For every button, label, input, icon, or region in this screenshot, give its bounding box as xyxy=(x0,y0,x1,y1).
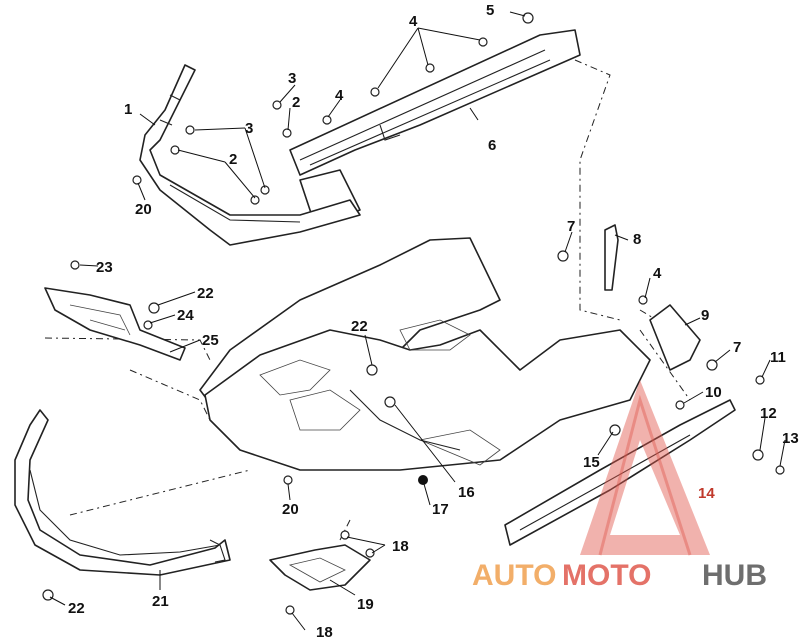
callout-leader-lines xyxy=(49,11,786,631)
rivet-icon xyxy=(638,295,648,305)
bolt-icon xyxy=(752,449,764,461)
bolt-icon xyxy=(285,605,295,615)
callout-7: 7 xyxy=(733,339,741,356)
callout-3: 3 xyxy=(288,70,296,87)
callout-1: 1 xyxy=(124,101,132,118)
callout-20: 20 xyxy=(135,201,152,218)
lower-skid-plate xyxy=(269,544,371,591)
rivet-icon xyxy=(365,548,375,558)
rivet-icon xyxy=(132,175,142,185)
washer-icon xyxy=(250,195,260,205)
callout-11: 11 xyxy=(770,349,786,366)
hardware-fasteners xyxy=(42,12,785,615)
left-side-panel xyxy=(44,287,186,361)
rivet-icon xyxy=(283,475,293,485)
callout-18: 18 xyxy=(316,624,333,639)
nut-icon xyxy=(366,364,378,376)
callout-23: 23 xyxy=(96,259,113,276)
callout-8: 8 xyxy=(633,231,641,248)
callout-19: 19 xyxy=(357,596,374,613)
watermark-text-auto: AUTO xyxy=(472,559,556,592)
grommet-icon xyxy=(775,465,785,475)
nut-icon xyxy=(522,12,534,24)
callout-10: 10 xyxy=(705,384,722,401)
callout-5: 5 xyxy=(486,2,494,19)
callout-9: 9 xyxy=(701,307,709,324)
callout-21: 21 xyxy=(152,593,169,610)
callout-2: 2 xyxy=(292,94,300,111)
rivet-icon xyxy=(340,530,350,540)
washer-icon xyxy=(170,145,180,155)
callout-25: 25 xyxy=(202,332,219,349)
callout-18: 18 xyxy=(392,538,409,555)
nut-icon xyxy=(260,185,270,195)
callout-7: 7 xyxy=(567,218,575,235)
right-bracket xyxy=(649,304,701,371)
callout-13: 13 xyxy=(782,430,799,447)
rivet-icon xyxy=(478,37,488,47)
callout-2: 2 xyxy=(229,151,237,168)
callout-15: 15 xyxy=(583,454,600,471)
callout-numbers: 1 2 2 3 3 4 4 4 5 6 7 7 8 9 10 11 12 13 … xyxy=(68,2,799,639)
plug-icon xyxy=(418,475,428,485)
hood-nosepan xyxy=(199,237,651,471)
callout-3: 3 xyxy=(245,120,253,137)
front-bumper-skid xyxy=(14,409,231,576)
callout-20: 20 xyxy=(282,501,299,518)
bolt-icon xyxy=(675,400,685,410)
bolt-icon xyxy=(185,125,195,135)
watermark-text-hub: HUB xyxy=(702,559,767,592)
clip-icon xyxy=(384,396,396,408)
callout-4: 4 xyxy=(653,265,662,282)
nut-icon xyxy=(42,589,54,601)
upper-bumper-bar xyxy=(289,29,581,226)
clip-icon xyxy=(755,375,765,385)
callout-14: 14 xyxy=(698,485,715,502)
callout-16: 16 xyxy=(458,484,475,501)
rivet-icon xyxy=(322,115,332,125)
callout-22: 22 xyxy=(68,600,85,617)
rivet-icon xyxy=(706,359,718,371)
callout-6: 6 xyxy=(488,137,496,154)
bolt-icon xyxy=(70,260,80,270)
callout-4: 4 xyxy=(335,87,344,104)
nut-icon xyxy=(148,302,160,314)
callout-4: 4 xyxy=(409,13,418,30)
callout-24: 24 xyxy=(177,307,194,324)
washer-icon xyxy=(143,320,153,330)
washer-icon xyxy=(282,128,292,138)
watermark-logo: AUTO MOTO HUB xyxy=(472,380,767,592)
callout-12: 12 xyxy=(760,405,777,422)
support-rod xyxy=(604,224,619,291)
left-bumper-bracket xyxy=(139,64,361,246)
callout-17: 17 xyxy=(432,501,449,518)
rivet-icon xyxy=(557,250,569,262)
rivet-icon xyxy=(370,87,380,97)
rivet-icon xyxy=(425,63,435,73)
bolt-icon xyxy=(272,100,282,110)
callout-22: 22 xyxy=(351,318,368,335)
callout-22: 22 xyxy=(197,285,214,302)
watermark-text-moto: MOTO xyxy=(562,559,651,592)
